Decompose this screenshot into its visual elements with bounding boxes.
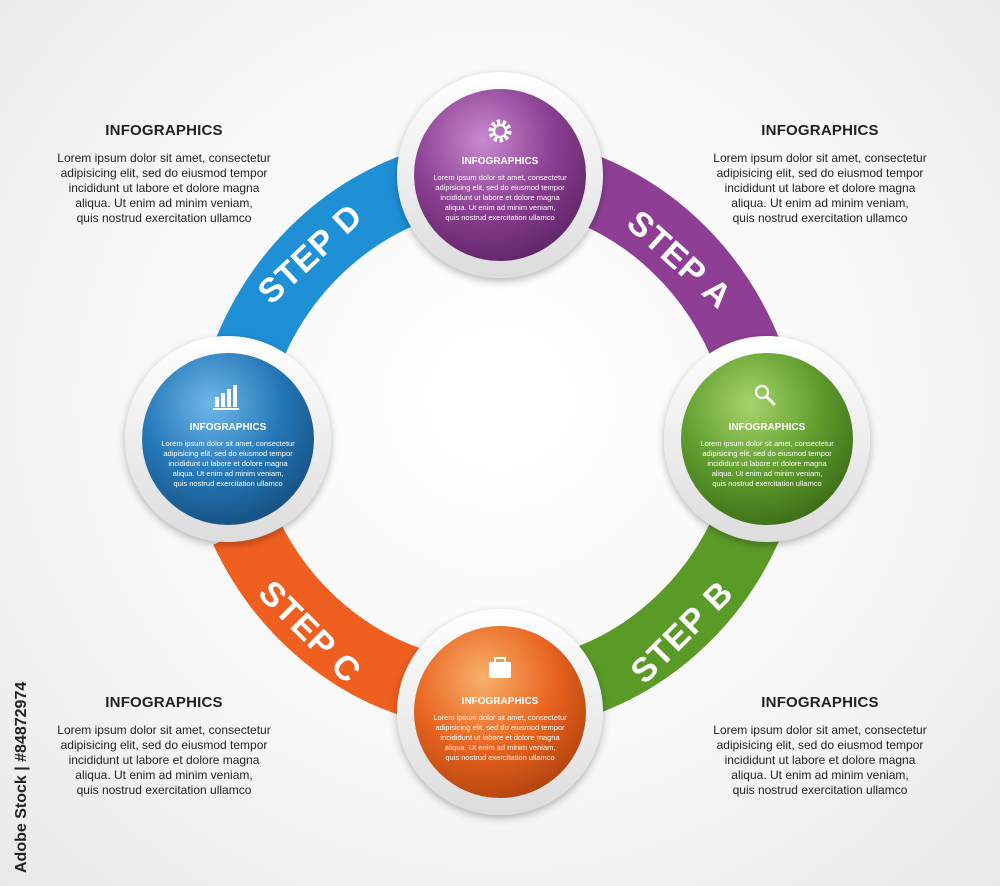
node-right-line-5: quis nostrud exercitation ullamco <box>712 479 821 488</box>
node-right-line-1: Lorem ipsum dolor sit amet, consectetur <box>700 439 834 448</box>
node-left-line-2: adipisicing elit, sed do eiusmod tempor <box>163 449 293 458</box>
node-right-line-3: incididunt ut labore et dolore magna <box>707 459 827 468</box>
node-bottom-line-1: Lorem ipsum dolor sit amet, consectetur <box>433 713 567 722</box>
node-bottom-line-4: aliqua. Ut enim ad minim veniam, <box>445 743 556 752</box>
node-left-title: INFOGRAPHICS <box>190 422 267 433</box>
node-left-line-3: incididunt ut labore et dolore magna <box>168 459 288 468</box>
node-top-line-2: adipisicing elit, sed do eiusmod tempor <box>435 183 565 192</box>
corner-text: Lorem ipsum dolor sit amet, consectetur … <box>57 723 271 797</box>
node-top-line-3: incididunt ut labore et dolore magna <box>440 193 560 202</box>
gear-icon <box>488 119 512 143</box>
corner-title: INFOGRAPHICS <box>105 694 223 711</box>
stock-id-text: Adobe Stock | #84872974 <box>13 682 30 873</box>
node-bottom-line-3: incididunt ut labore et dolore magna <box>440 733 560 742</box>
node-top-line-1: Lorem ipsum dolor sit amet, consectetur <box>433 173 567 182</box>
node-top: INFOGRAPHICS Lorem ipsum dolor sit amet,… <box>397 72 603 278</box>
corner-block-bottom-left: INFOGRAPHICS Lorem ipsum dolor sit amet,… <box>44 694 284 798</box>
corner-block-bottom-right: INFOGRAPHICS Lorem ipsum dolor sit amet,… <box>700 694 940 798</box>
node-top-line-5: quis nostrud exercitation ullamco <box>445 213 554 222</box>
briefcase-icon <box>489 657 511 678</box>
corner-title: INFOGRAPHICS <box>761 122 879 139</box>
corner-block-top-right: INFOGRAPHICS Lorem ipsum dolor sit amet,… <box>700 122 940 226</box>
node-bottom: INFOGRAPHICS Lorem ipsum dolor sit amet,… <box>397 609 603 815</box>
node-right: INFOGRAPHICS Lorem ipsum dolor sit amet,… <box>664 336 870 542</box>
node-right-line-2: adipisicing elit, sed do eiusmod tempor <box>702 449 832 458</box>
node-left: INFOGRAPHICS Lorem ipsum dolor sit amet,… <box>125 336 331 542</box>
node-left-line-1: Lorem ipsum dolor sit amet, consectetur <box>161 439 295 448</box>
stock-id-watermark: Adobe Stock | #84872974 <box>13 682 30 873</box>
bar-chart-icon <box>213 385 239 410</box>
corner-text: Lorem ipsum dolor sit amet, consectetur … <box>713 723 927 797</box>
node-left-line-4: aliqua. Ut enim ad minim veniam, <box>173 469 284 478</box>
node-bottom-line-5: quis nostrud exercitation ullamco <box>445 753 554 762</box>
node-top-title: INFOGRAPHICS <box>462 156 539 167</box>
node-right-line-4: aliqua. Ut enim ad minim veniam, <box>712 469 823 478</box>
corner-title: INFOGRAPHICS <box>761 694 879 711</box>
search-icon <box>754 384 776 406</box>
corner-block-top-left: INFOGRAPHICS Lorem ipsum dolor sit amet,… <box>44 122 284 226</box>
node-right-title: INFOGRAPHICS <box>729 422 806 433</box>
node-top-line-4: aliqua. Ut enim ad minim veniam, <box>445 203 556 212</box>
corner-text: Lorem ipsum dolor sit amet, consectetur … <box>713 151 927 225</box>
node-bottom-title: INFOGRAPHICS <box>462 696 539 707</box>
node-bottom-line-2: adipisicing elit, sed do eiusmod tempor <box>435 723 565 732</box>
node-left-line-5: quis nostrud exercitation ullamco <box>173 479 282 488</box>
corner-text: Lorem ipsum dolor sit amet, consectetur … <box>57 151 271 225</box>
corner-title: INFOGRAPHICS <box>105 122 223 139</box>
